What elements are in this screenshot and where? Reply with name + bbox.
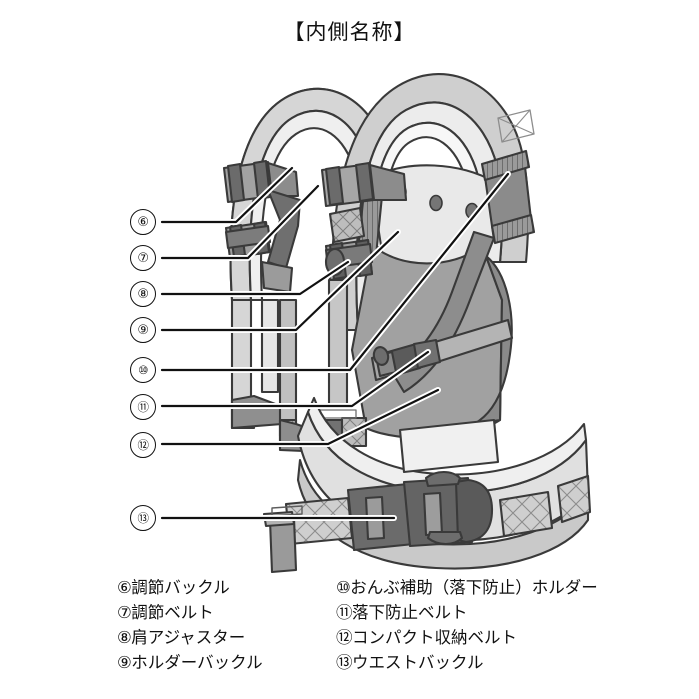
legend-item-9: ⑨ホルダーバックル bbox=[117, 650, 263, 675]
legend-marker-11: ⑪ bbox=[336, 603, 353, 622]
legend-marker-6: ⑥ bbox=[117, 578, 132, 597]
legend-label-10: おんぶ補助（落下防止）ホルダー bbox=[350, 578, 598, 597]
legend-marker-13: ⑬ bbox=[336, 653, 353, 672]
legend-item-13: ⑬ウエストバックル bbox=[336, 650, 598, 675]
legend-item-8: ⑧肩アジャスター bbox=[117, 625, 263, 650]
legend-marker-10: ⑩ bbox=[336, 578, 351, 597]
callout-marker-7-label: ⑦ bbox=[137, 250, 149, 266]
callout-marker-9-label: ⑨ bbox=[137, 322, 149, 338]
callout-marker-9: ⑨ bbox=[130, 317, 156, 343]
legend-marker-8: ⑧ bbox=[117, 628, 132, 647]
callout-marker-10-label: ⑩ bbox=[138, 363, 148, 377]
callout-marker-11: ⑪ bbox=[130, 394, 156, 420]
callout-leader-lines bbox=[159, 165, 511, 521]
callout-marker-7: ⑦ bbox=[130, 245, 156, 271]
legend-label-6: 調節バックル bbox=[131, 578, 230, 597]
legend-label-9: ホルダーバックル bbox=[131, 653, 263, 672]
callout-marker-6-label: ⑥ bbox=[137, 214, 149, 230]
legend-label-12: コンパクト収納ベルト bbox=[352, 628, 517, 647]
legend-label-8: 肩アジャスター bbox=[131, 628, 246, 647]
legend-column-left: ⑥調節バックル ⑦調節ベルト ⑧肩アジャスター ⑨ホルダーバックル bbox=[117, 575, 263, 675]
callout-marker-13: ⑬ bbox=[130, 505, 156, 531]
legend-label-11: 落下防止ベルト bbox=[352, 603, 468, 622]
legend-marker-12: ⑫ bbox=[336, 628, 353, 647]
callout-marker-11-label: ⑪ bbox=[137, 400, 150, 414]
legend-marker-9: ⑨ bbox=[117, 653, 132, 672]
callout-marker-13-label: ⑬ bbox=[137, 511, 150, 525]
legend-marker-7: ⑦ bbox=[117, 603, 132, 622]
page-title: 【内側名称】 bbox=[283, 20, 416, 44]
callout-marker-8-label: ⑧ bbox=[137, 286, 149, 302]
callout-marker-12: ⑫ bbox=[130, 432, 156, 458]
callout-marker-12-label: ⑫ bbox=[137, 438, 150, 452]
legend-item-6: ⑥調節バックル bbox=[117, 575, 263, 600]
legend-label-13: ウエストバックル bbox=[352, 653, 484, 672]
callout-marker-8: ⑧ bbox=[130, 281, 156, 307]
parts-legend: ⑥調節バックル ⑦調節ベルト ⑧肩アジャスター ⑨ホルダーバックル ⑩おんぶ補助… bbox=[0, 575, 699, 699]
legend-item-11: ⑪落下防止ベルト bbox=[336, 600, 598, 625]
legend-label-7: 調節ベルト bbox=[131, 603, 214, 622]
legend-item-10: ⑩おんぶ補助（落下防止）ホルダー bbox=[336, 575, 598, 600]
callout-marker-10: ⑩ bbox=[130, 357, 156, 383]
callout-marker-6: ⑥ bbox=[130, 209, 156, 235]
legend-column-right: ⑩おんぶ補助（落下防止）ホルダー ⑪落下防止ベルト ⑫コンパクト収納ベルト ⑬ウ… bbox=[336, 575, 598, 675]
baby-carrier-illustration bbox=[222, 73, 592, 574]
legend-item-12: ⑫コンパクト収納ベルト bbox=[336, 625, 598, 650]
legend-item-7: ⑦調節ベルト bbox=[117, 600, 263, 625]
